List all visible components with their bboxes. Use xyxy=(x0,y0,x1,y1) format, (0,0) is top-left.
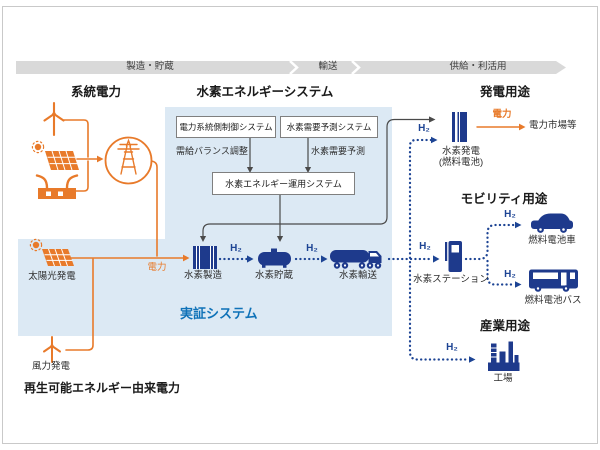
power-market-label: 電力市場等 xyxy=(529,120,577,131)
power-label-generation: 電力 xyxy=(492,109,512,120)
factory-icon xyxy=(488,341,520,371)
fuel-cell-car-label: 燃料電池車 xyxy=(528,234,576,246)
fuel-cell-bus-icon xyxy=(529,269,578,292)
hydrogen-station-label: 水素ステーション xyxy=(413,273,489,285)
phase-label-manufacture-storage: 製造・貯蔵 xyxy=(126,61,174,72)
h2-label: H₂ xyxy=(446,342,458,353)
h2-label: H₂ xyxy=(418,123,430,134)
solar-power-icon xyxy=(29,238,74,267)
hydrogen-tank-icon xyxy=(258,248,291,268)
h2-label: H₂ xyxy=(504,268,516,280)
wind-power-line xyxy=(65,258,94,351)
arrowhead-icon xyxy=(183,254,190,262)
grid-wind-turbine-icon xyxy=(43,101,65,137)
wind-to-bus-line xyxy=(63,119,89,158)
power-plant-icon xyxy=(35,174,79,199)
h2-label: H₂ xyxy=(504,209,516,220)
electrolyzer-icon xyxy=(193,246,217,269)
hydrogen-dispenser-icon xyxy=(445,241,462,272)
h2-label: H₂ xyxy=(230,243,242,254)
chevron-separator-icon xyxy=(289,60,299,75)
demand-forecast-system-box: 水素需要予測システム xyxy=(280,116,378,138)
transmission-tower-icon xyxy=(117,138,140,175)
power-out-line xyxy=(476,123,526,131)
fuel-cell-bus-label: 燃料電池バス xyxy=(524,295,582,306)
mobility-title: モビリティ用途 xyxy=(460,192,548,206)
wind-power-label: 風力発電 xyxy=(31,361,70,372)
balance-adjust-note: 需給バランス調整 xyxy=(176,146,248,156)
fuel-cell-car-icon xyxy=(531,213,573,233)
phase-label-supply-utilization: 供給・利活用 xyxy=(449,61,507,72)
h2-label: H₂ xyxy=(419,241,431,252)
plant-to-bus-line xyxy=(75,160,89,192)
phase-label-transport: 輸送 xyxy=(318,61,338,72)
h2-label: H₂ xyxy=(306,243,318,254)
power-label-left: 電力 xyxy=(147,262,167,273)
wind-power-icon xyxy=(43,336,61,363)
grid-power-lines xyxy=(63,119,190,351)
tanker-truck-icon xyxy=(330,250,382,269)
fuel-cell-icon xyxy=(452,112,467,142)
phase-bar-band xyxy=(16,61,566,74)
fuel-cell-sub-label: (燃料電池) xyxy=(438,156,484,168)
demo-system-label: 実証システム xyxy=(180,306,258,321)
demand-forecast-note: 水素需要予測 xyxy=(311,146,366,156)
hydrogen-system-title: 水素エネルギーシステム xyxy=(196,85,334,99)
arrowhead-icon xyxy=(97,155,104,163)
generation-title: 発電用途 xyxy=(479,85,530,99)
operation-system-box: 水素エネルギー運用システム xyxy=(212,172,355,195)
grid-power-title: 系統電力 xyxy=(70,85,121,99)
phase-bar xyxy=(16,60,566,75)
h2-flow-lines xyxy=(218,136,522,363)
solar-power-label: 太陽光発電 xyxy=(28,271,76,282)
industry-title: 産業用途 xyxy=(479,319,530,333)
renewable-energy-note: 再生可能エネルギー由来電力 xyxy=(24,381,181,395)
factory-label: 工場 xyxy=(493,372,513,384)
circle-to-power-line xyxy=(150,160,158,257)
chevron-separator-icon xyxy=(351,60,361,75)
production-label: 水素製造 xyxy=(183,270,222,281)
control-lines xyxy=(199,116,436,242)
grid-solar-panel-icon xyxy=(31,140,79,171)
grid-control-system-box: 電力系統側制御システム xyxy=(176,116,276,138)
transport-label: 水素輸送 xyxy=(338,270,377,281)
transmission-tower-circle xyxy=(104,136,153,185)
hydrogen-generation-label: 水素発電 xyxy=(441,146,480,157)
storage-label: 水素貯蔵 xyxy=(254,270,293,281)
